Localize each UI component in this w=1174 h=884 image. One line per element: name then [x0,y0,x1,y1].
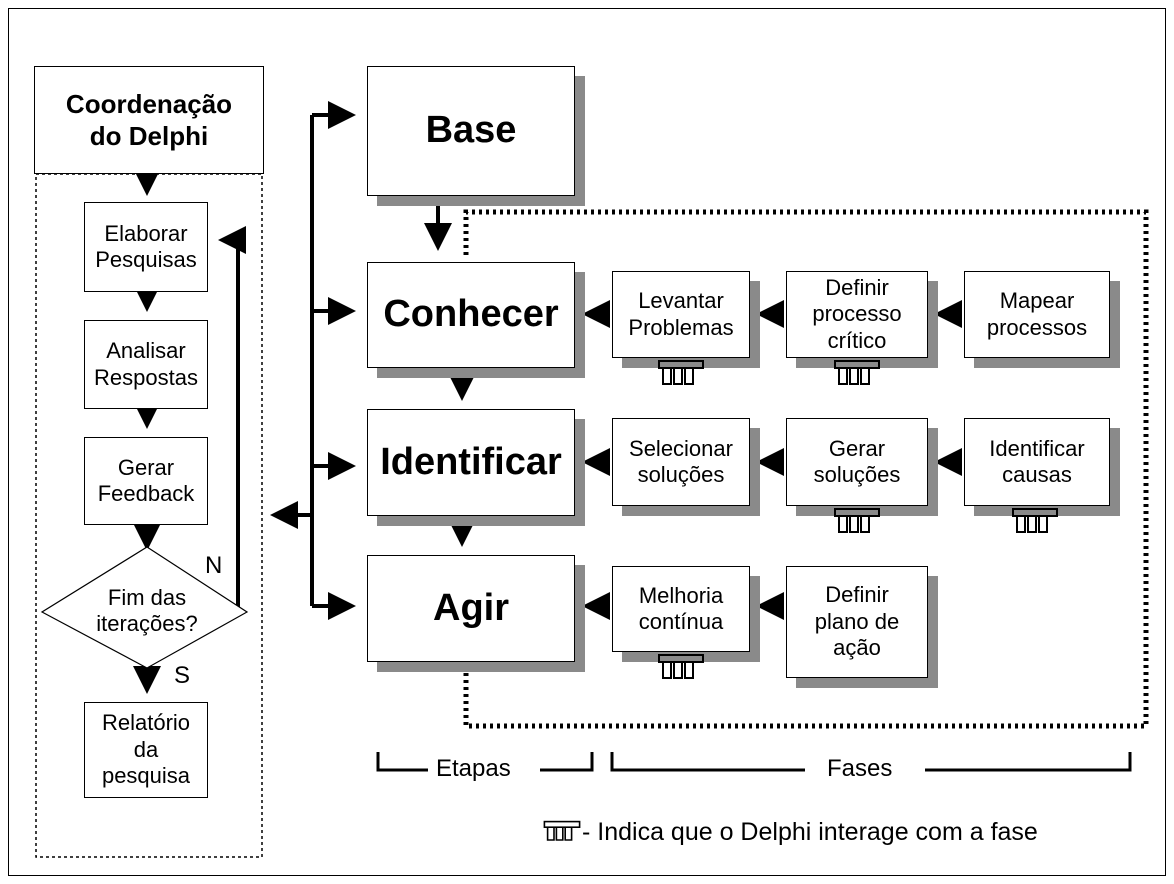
elaborar-pesquisas-box: Elaborar Pesquisas [84,202,208,292]
delphi-interaction-icon [658,654,704,679]
delphi-interaction-icon [834,508,880,533]
etapas-label: Etapas [436,755,511,782]
stage-identificar: Identificar [367,409,575,516]
gerar-feedback-box: Gerar Feedback [84,437,208,525]
delphi-interaction-icon [834,360,880,385]
stage-base: Base [367,66,575,196]
phase-definir-processo-critico: Definir processo crítico [786,271,928,358]
decision-label: Fim das iterações? [96,585,198,637]
stage-agir: Agir [367,555,575,662]
analisar-respostas-box: Analisar Respostas [84,320,208,409]
phase-mapear-processos: Mapear processos [964,271,1110,358]
coordination-title: Coordenação do Delphi [34,66,264,174]
diagram-frame [8,8,1166,876]
legend-delphi-icon [543,820,581,841]
phase-selecionar-solucoes: Selecionar soluções [612,418,750,506]
phase-levantar-problemas: Levantar Problemas [612,271,750,358]
phase-melhoria-continua: Melhoria contínua [612,566,750,652]
fases-label: Fases [827,755,893,782]
delphi-dotted-loop [463,209,1149,729]
decision-diamond [40,546,249,669]
phase-definir-plano-de-acao: Definir plano de ação [786,566,928,678]
relatorio-box: Relatório da pesquisa [84,702,208,798]
phase-gerar-solucoes: Gerar soluções [786,418,928,506]
coordination-container [35,173,263,858]
yes-label: S [174,662,191,689]
phase-identificar-causas: Identificar causas [964,418,1110,506]
stage-conhecer: Conhecer [367,262,575,368]
legend-text: - Indica que o Delphi interage com a fas… [582,818,1038,846]
delphi-interaction-icon [1012,508,1058,533]
no-label: N [205,552,223,579]
delphi-interaction-icon [658,360,704,385]
